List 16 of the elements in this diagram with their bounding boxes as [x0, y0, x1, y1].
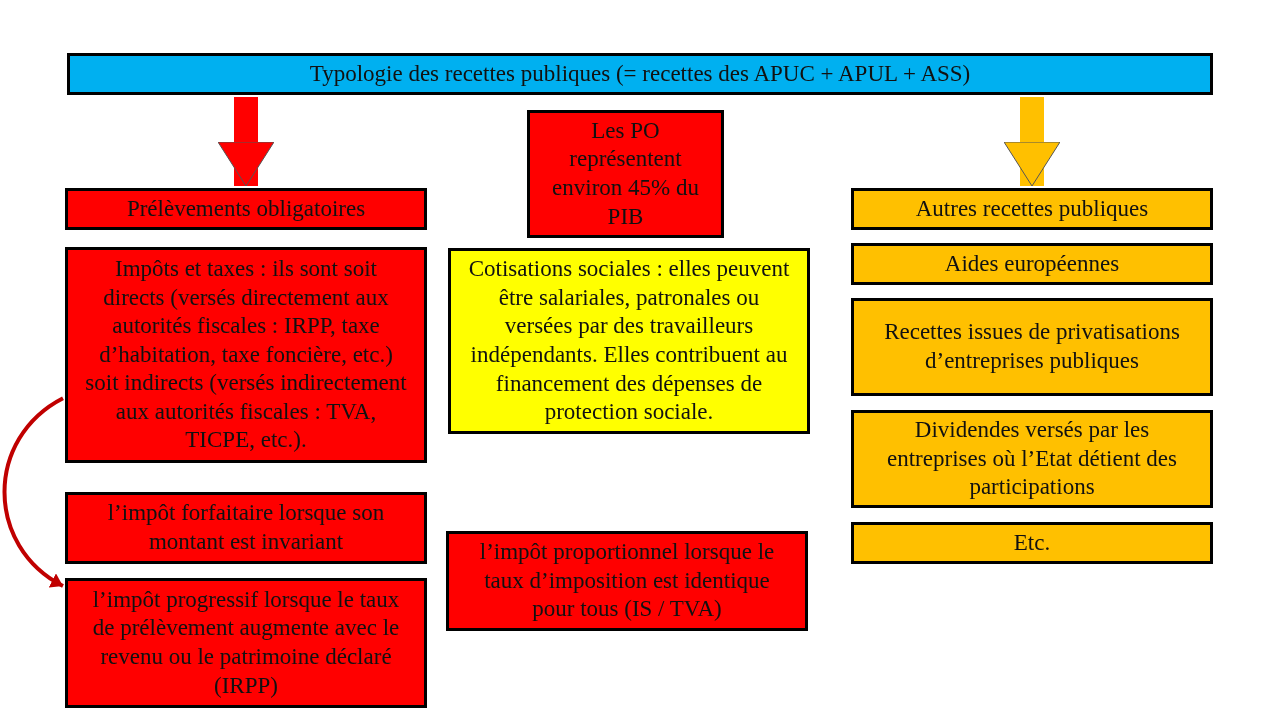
block-arrow	[1003, 97, 1061, 187]
title-banner: Typologie des recettes publiques (= recettes des APUC + APUL + ASS)	[67, 53, 1213, 95]
curved-arrow	[2, 396, 65, 588]
text-box: Dividendes versés par les entreprises où l’Etat détient des participations	[851, 410, 1213, 508]
note-box: Les PO représentent environ 45% du PIB	[527, 110, 724, 238]
text-box: Aides européennes	[851, 243, 1213, 285]
text-box: l’impôt proportionnel lorsque le taux d’imposition est identique pour tous (IS / TVA)	[446, 531, 808, 631]
text-box: Impôts et taxes : ils sont soit directs (versés directement aux autorités fiscales : IRPP, taxe d’habitation, taxe foncière, etc.) soit indirects (versés indirectement aux autorités fiscales : TVA, TICPE, etc.).	[65, 247, 427, 463]
block-arrow	[217, 97, 275, 187]
text-box: l’impôt progressif lorsque le taux de prélèvement augmente avec le revenu ou le patrimoine déclaré (IRPP)	[65, 578, 427, 708]
text-box: l’impôt forfaitaire lorsque son montant est invariant	[65, 492, 427, 564]
text-box: Etc.	[851, 522, 1213, 564]
category-box: Prélèvements obligatoires	[65, 188, 427, 230]
text-box: Recettes issues de privatisations d’entreprises publiques	[851, 298, 1213, 396]
text-box: Cotisations sociales : elles peuvent être salariales, patronales ou versées par des travailleurs indépendants. Elles contribuent au financement des dépenses de protection sociale.	[448, 248, 810, 434]
category-box: Autres recettes publiques	[851, 188, 1213, 230]
